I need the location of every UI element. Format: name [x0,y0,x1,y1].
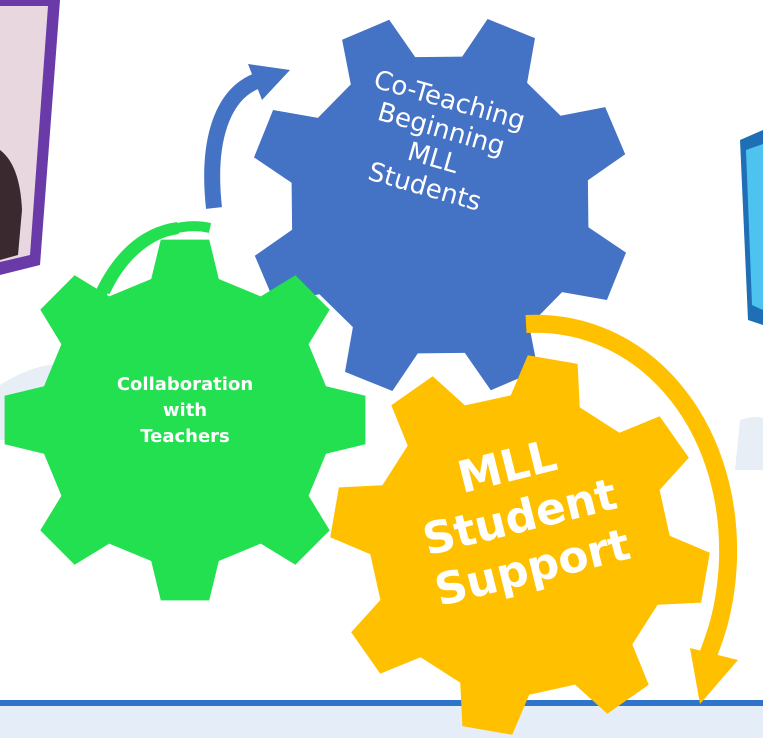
collaboration-label: Collaboration with Teachers [80,372,290,450]
footer-bar [0,700,763,706]
left-photo-frame [0,0,60,275]
right-photo-frame [740,130,763,325]
collaboration-line-1: Collaboration [116,374,254,395]
collaboration-gear [4,239,366,601]
collaboration-line-3: Teachers [140,426,230,447]
co-teaching-gear-shape [254,19,626,391]
co-teaching-gear [254,19,626,391]
collaboration-gear-shape [4,239,366,601]
arrow-to-student-support [525,314,738,704]
arrow-to-co-teaching [204,64,290,209]
footer-band [0,700,763,738]
arrow-to-collaboration [92,221,212,303]
student-support-gear-shape [330,355,710,735]
collaboration-line-2: with [162,400,208,421]
right-glow [735,416,763,470]
student-support-gear [330,355,710,735]
